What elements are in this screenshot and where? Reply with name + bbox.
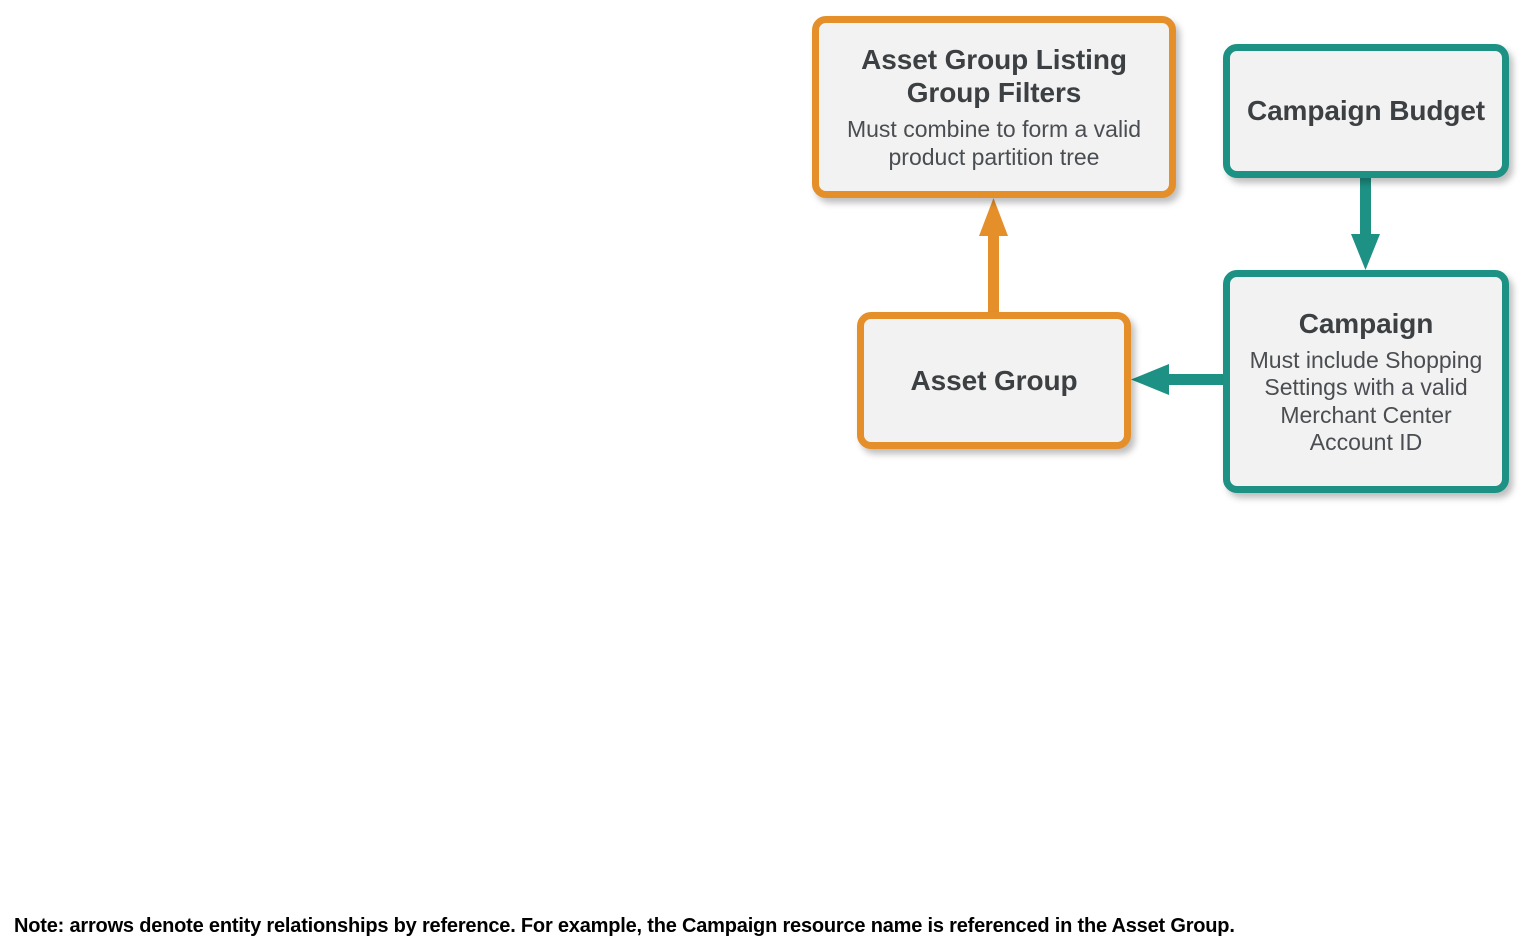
node-title: Campaign Budget [1246,95,1486,127]
node-asset-group[interactable]: Asset Group [857,312,1131,449]
node-subtitle: Must include Shopping Settings with a va… [1249,347,1483,455]
node-subtitle: Must combine to form a valid product par… [846,116,1141,170]
arrow-campaign-budget-to-campaign [1351,177,1380,270]
node-title: Campaign [1298,308,1434,340]
node-campaign[interactable]: Campaign Must include Shopping Settings … [1223,270,1509,493]
node-title: Asset Group Listing Group Filters [861,44,1127,109]
arrow-campaign-to-asset-group [1131,364,1223,395]
arrow-asset-group-to-listing-group-filters [979,198,1008,314]
node-campaign-budget[interactable]: Campaign Budget [1223,44,1509,178]
diagram-note: Note: arrows denote entity relationships… [14,915,1235,937]
node-asset-group-listing-group-filters[interactable]: Asset Group Listing Group Filters Must c… [812,16,1176,198]
node-title: Asset Group [910,364,1078,396]
